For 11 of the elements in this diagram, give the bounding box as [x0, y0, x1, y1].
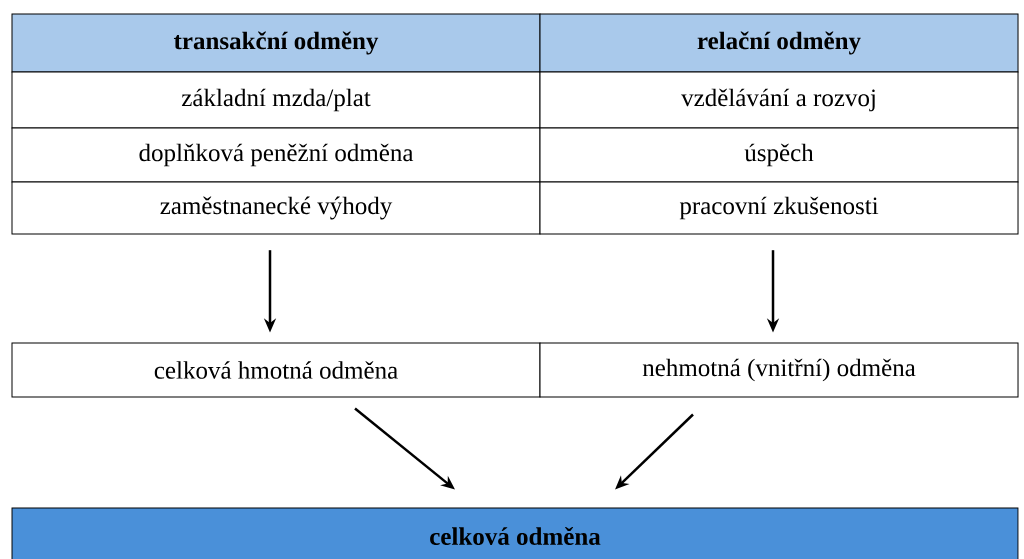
table-cell: základní mzda/plat	[11, 71, 541, 129]
header-cell: transakční odměny	[11, 13, 541, 73]
table-cell: doplňková peněžní odměna	[11, 127, 541, 183]
reward-box: celková hmotná odměna	[11, 342, 541, 398]
header-cell: relační odměny	[539, 13, 1019, 73]
table-cell: úspěch	[539, 127, 1019, 183]
table-cell: zaměstnanecké výhody	[11, 181, 541, 235]
result-box: celková odměna	[11, 507, 1019, 559]
reward-box: nehmotná (vnitřní) odměna	[539, 342, 1019, 398]
table-cell: pracovní zkušenosti	[539, 181, 1019, 235]
table-cell: vzdělávání a rozvoj	[539, 71, 1019, 129]
